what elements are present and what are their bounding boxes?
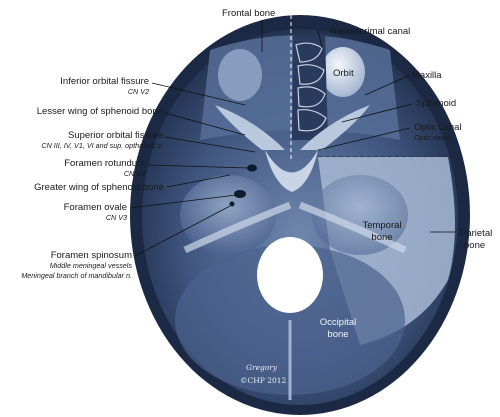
leader-lesser-wing bbox=[164, 112, 246, 136]
label-foramen-spinosum-sub2: Meningeal branch of mandibular n. bbox=[21, 271, 132, 280]
label-optic-canal: Optic canal bbox=[414, 122, 462, 133]
label-frontal-bone: Frontal bone bbox=[222, 8, 275, 19]
label-greater-wing: Greater wing of sphenoid bone bbox=[34, 182, 164, 193]
label-sphenoid: Sphenoid bbox=[416, 98, 456, 109]
label-foramen-spinosum: Foramen spinosum bbox=[51, 250, 132, 261]
leader-foramen-ovale bbox=[129, 194, 237, 209]
petrous-ridge-right bbox=[298, 201, 407, 254]
label-inferior-orbital-fissure: Inferior orbital fissure bbox=[60, 76, 149, 87]
leader-greater-wing bbox=[166, 174, 231, 188]
leader-sphenoid bbox=[341, 103, 413, 123]
leader-inferior-orbital-fissure bbox=[151, 82, 246, 106]
label-maxilla: Maxilla bbox=[412, 70, 442, 81]
label-occipital-bone-line1: Occipital bbox=[320, 317, 356, 328]
foramen-ovale-hole bbox=[234, 190, 246, 198]
orbit-shape bbox=[321, 47, 365, 97]
label-orbit: Orbit bbox=[333, 68, 354, 79]
label-occipital-bone-line2: bone bbox=[327, 329, 348, 340]
label-lesser-wing: Lesser wing of sphenoid bone bbox=[37, 106, 163, 117]
leader-optic-canal bbox=[317, 127, 411, 151]
leader-foramen-rotundum bbox=[147, 164, 250, 169]
leader-maxilla bbox=[364, 74, 411, 96]
leader-nasolacrimal bbox=[317, 29, 323, 49]
label-foramen-spinosum-sub1: Middle meningeal vessels bbox=[50, 261, 133, 270]
label-parietal-bone-line1: Parietal bbox=[460, 228, 492, 239]
label-foramen-ovale: Foramen ovale bbox=[64, 202, 127, 213]
label-superior-orbital-fissure: Superior orbital fissure bbox=[68, 130, 163, 141]
label-foramen-rotundum: Foramen rotundum bbox=[64, 158, 145, 169]
foramen-magnum bbox=[257, 237, 323, 313]
lesser-wing-right bbox=[300, 105, 370, 150]
leader-foramen-spinosum bbox=[134, 205, 231, 257]
middle-fossa-right bbox=[312, 175, 408, 255]
foramen-spinosum-hole bbox=[229, 201, 235, 207]
left-orbit-roof bbox=[218, 49, 262, 101]
label-parietal-bone-line2: bone bbox=[464, 240, 485, 251]
foramen-rotundum-hole bbox=[247, 164, 257, 172]
label-inferior-orbital-fissure-sub: CN V2 bbox=[128, 87, 149, 96]
ethmoid-cell-walls bbox=[295, 42, 327, 132]
copyright-text: ©CHP 2012 bbox=[240, 376, 287, 385]
label-foramen-rotundum-sub: CN V2 bbox=[124, 169, 145, 178]
label-foramen-ovale-sub: CN V3 bbox=[106, 213, 127, 222]
label-temporal-bone-line2: bone bbox=[371, 232, 392, 243]
lesser-wing-left bbox=[215, 105, 285, 150]
label-superior-orbital-fissure-sub: CN III, IV, V1, VI and sup. opthalmic v. bbox=[41, 141, 163, 150]
sphenoid-body bbox=[265, 150, 318, 192]
leader-superior-orbital-fissure bbox=[164, 136, 256, 153]
label-nasolacrimal-canal: Nasolacrimal canal bbox=[330, 26, 410, 37]
petrous-ridge-left bbox=[183, 201, 292, 254]
label-optic-canal-sub: Optic nerve bbox=[414, 133, 451, 142]
artist-signature: Gregory bbox=[246, 363, 278, 372]
label-temporal-bone-line1: Temporal bbox=[362, 220, 401, 231]
middle-fossa-left bbox=[180, 175, 276, 255]
